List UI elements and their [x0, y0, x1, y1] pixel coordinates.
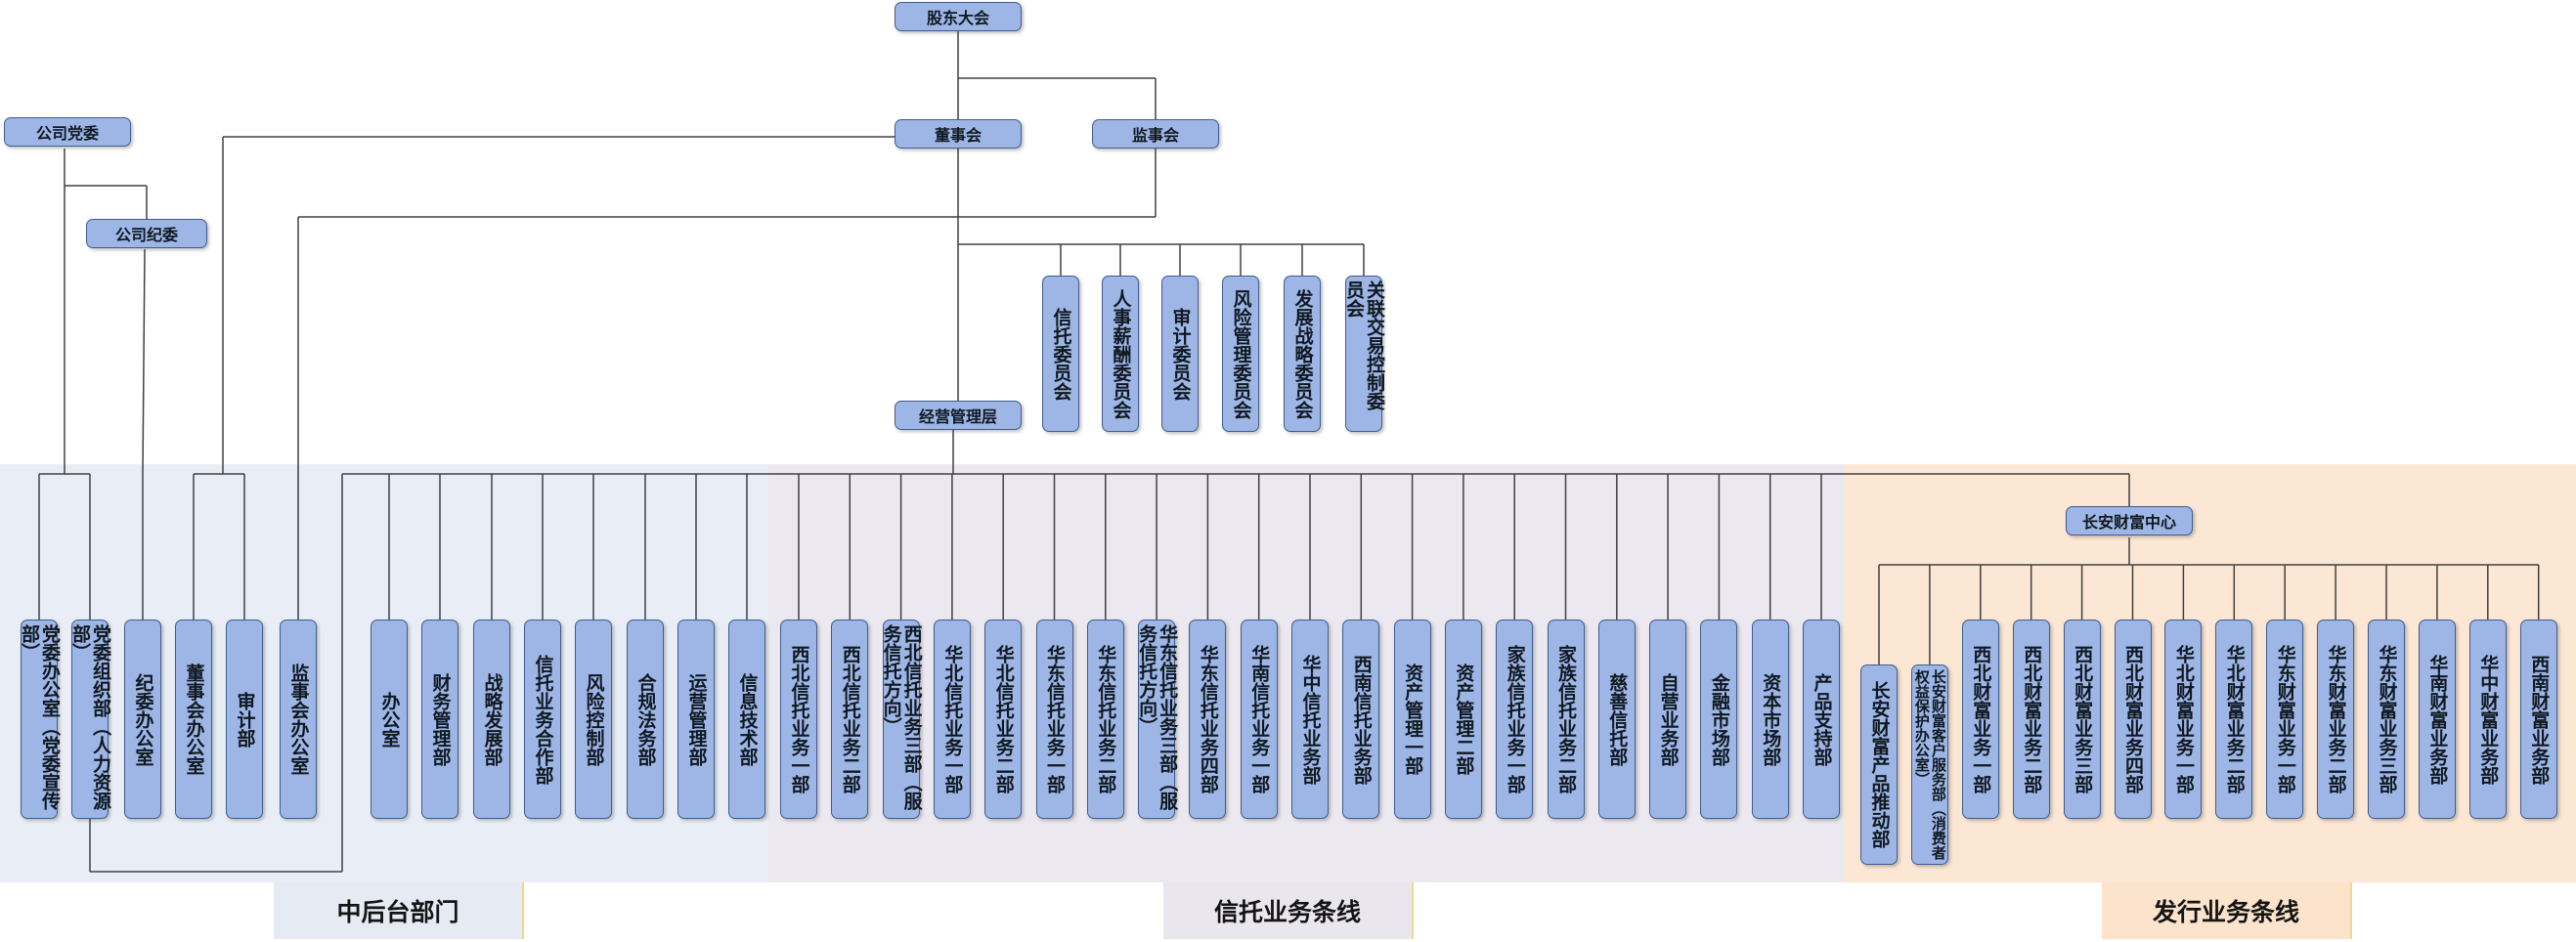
wealth-department-node: 长安财富产品推动部 — [1860, 664, 1898, 865]
department-node: 产品支持部 — [1803, 620, 1840, 819]
department-node: 党委组织部（人力资源部） — [69, 620, 111, 819]
supervisory-board-node: 监事会 — [1092, 119, 1219, 149]
department-node: 华东信托业务一部 — [1035, 620, 1073, 819]
department-node: 西北信托业务一部 — [780, 620, 817, 819]
department-node: 信息技术部 — [728, 620, 765, 819]
department-node: 信托业务合作部 — [524, 620, 561, 819]
department-node: 家族信托业务二部 — [1547, 620, 1585, 819]
committee-node: 人事薪酬委员会 — [1102, 276, 1139, 432]
wealth-department-node: 长安财富客户服务部（消费者权益保护办公室） — [1910, 664, 1948, 865]
party-committee-node: 公司党委 — [4, 117, 131, 147]
committee-node: 关联交易控制委员会 — [1343, 276, 1385, 432]
department-node: 监事会办公室 — [280, 620, 317, 819]
department-node: 资本市场部 — [1751, 620, 1789, 819]
committee-node: 发展战略委员会 — [1284, 276, 1321, 432]
department-node: 运营管理部 — [677, 620, 715, 819]
department-node: 资产管理二部 — [1444, 620, 1482, 819]
wealth-department-node: 西南财富业务部 — [2519, 620, 2557, 819]
management-node: 经营管理层 — [895, 401, 1022, 430]
wealth-department-node: 西北财富业务四部 — [2114, 620, 2152, 819]
wealth-department-node: 华东财富业务三部 — [2368, 620, 2405, 819]
zone-label-issuance: 发行业务条线 — [2102, 882, 2352, 939]
department-node: 资产管理一部 — [1393, 620, 1431, 819]
department-node: 西北信托业务二部 — [831, 620, 869, 819]
department-node: 华北信托业务一部 — [933, 620, 971, 819]
department-node: 华北信托业务二部 — [984, 620, 1023, 819]
department-node: 审计部 — [226, 620, 263, 819]
department-node: 西北信托业务三部（服务信托方向） — [881, 620, 923, 819]
department-node: 风险控制部 — [575, 620, 612, 819]
department-node: 合规法务部 — [627, 620, 664, 819]
department-node: 西南信托业务部 — [1342, 620, 1380, 819]
department-node: 慈善信托部 — [1597, 620, 1636, 819]
department-node: 董事会办公室 — [175, 620, 212, 819]
department-node: 自营业务部 — [1649, 620, 1687, 819]
department-node: 华东信托业务二部 — [1086, 620, 1124, 819]
wealth-department-node: 华南财富业务部 — [2418, 620, 2456, 819]
wealth-department-node: 华中财富业务部 — [2468, 620, 2507, 819]
wealth-department-node: 西北财富业务三部 — [2063, 620, 2101, 819]
committee-node: 审计委员会 — [1161, 276, 1199, 432]
wealth-department-node: 西北财富业务二部 — [2012, 620, 2050, 819]
discipline-committee-node: 公司纪委 — [86, 219, 207, 248]
department-node: 华南信托业务一部 — [1240, 620, 1278, 819]
department-node: 办公室 — [371, 620, 408, 819]
department-node: 财务管理部 — [421, 620, 458, 819]
department-node: 党委办公室（党委宣传部） — [19, 620, 61, 819]
department-node: 华东信托业务四部 — [1189, 620, 1227, 819]
department-node: 家族信托业务一部 — [1496, 620, 1534, 819]
department-node: 金融市场部 — [1700, 620, 1738, 819]
zone-label-trust: 信托业务条线 — [1163, 882, 1414, 939]
department-node: 战略发展部 — [473, 620, 510, 819]
committee-node: 风险管理委员会 — [1222, 276, 1259, 432]
board-node: 董事会 — [895, 119, 1022, 149]
wealth-department-node: 西北财富业务一部 — [1961, 620, 1999, 819]
wealth-department-node: 华北财富业务二部 — [2215, 620, 2253, 819]
department-node: 纪委办公室 — [124, 620, 161, 819]
committee-node: 信托委员会 — [1042, 276, 1079, 432]
wealth-department-node: 华东财富业务一部 — [2266, 620, 2304, 819]
department-node: 华东信托业务三部（服务信托方向） — [1136, 620, 1178, 819]
wealth-department-node: 华东财富业务二部 — [2317, 620, 2355, 819]
zone-label-back-office: 中后台部门 — [274, 882, 524, 939]
wealth-department-node: 华北财富业务一部 — [2164, 620, 2203, 819]
shareholders-meeting-node: 股东大会 — [895, 2, 1022, 31]
wealth-center-node: 长安财富中心 — [2066, 506, 2193, 535]
department-node: 华中信托业务部 — [1291, 620, 1329, 819]
